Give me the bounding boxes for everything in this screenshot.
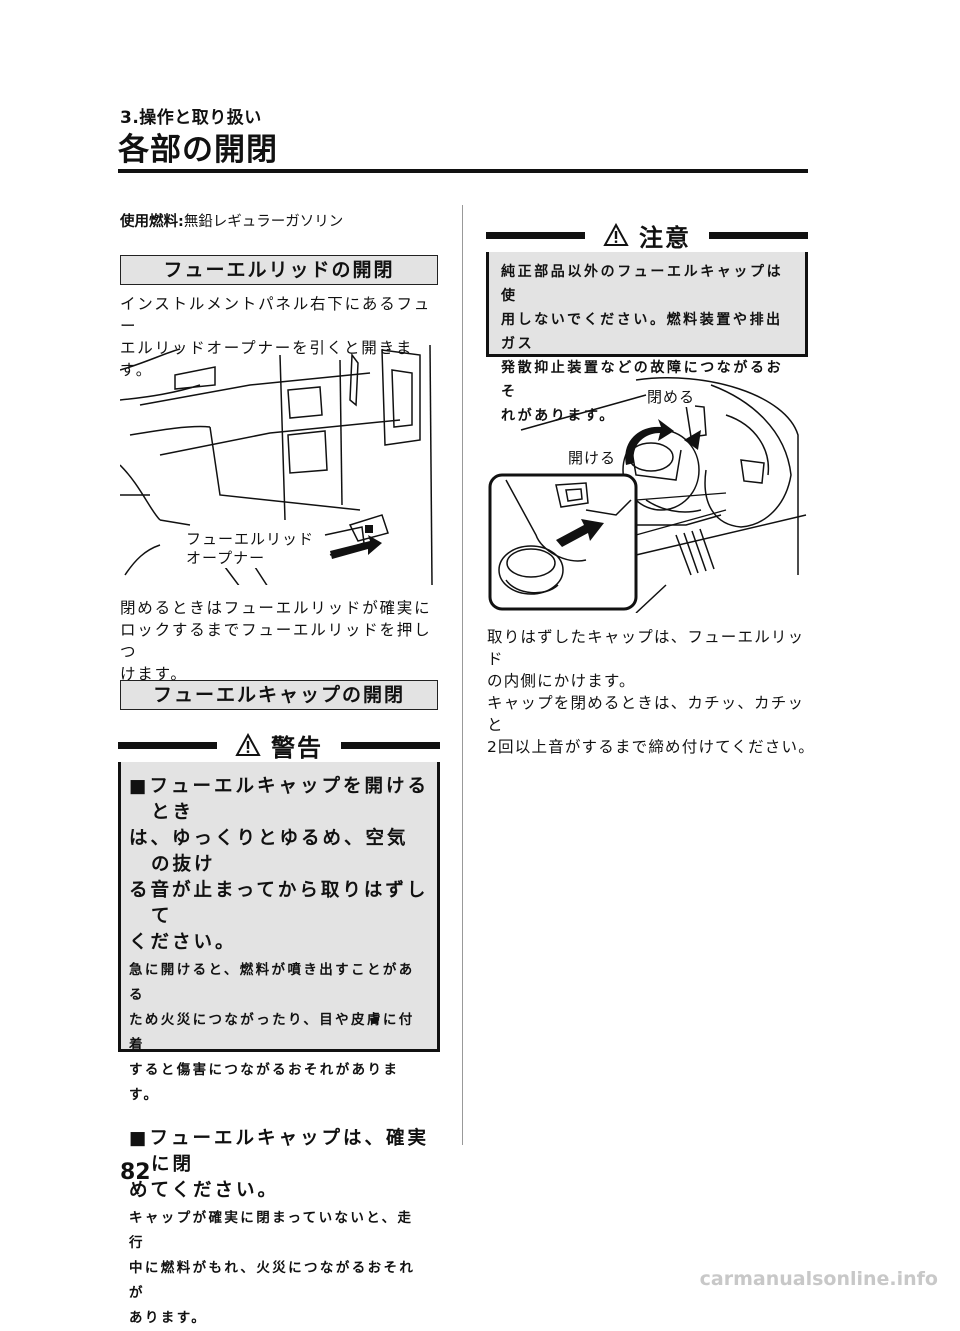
- text-line: 閉めるときはフューエルリッドが確実に: [120, 599, 432, 617]
- text-line: 用しないでください。燃料装置や排出ガス: [501, 312, 783, 352]
- header-bar: [486, 231, 585, 239]
- header-rule: [118, 169, 808, 173]
- caution-box: 注意 純正部品以外のフューエルキャップは使 用しないでください。燃料装置や排出ガ…: [486, 218, 808, 424]
- lid-close-text: 閉めるときはフューエルリッドが確実に ロックするまでフューエルリッドを押しつ け…: [120, 597, 440, 685]
- page-number: 82: [120, 1160, 151, 1185]
- warning-title: 警告: [271, 733, 323, 762]
- text-line: めてください。: [129, 1180, 279, 1201]
- warning-item-body: 急に開けると、燃料が噴き出すことがある ため火災につながったり、目や皮膚に付着 …: [129, 958, 429, 1108]
- caution-text: 純正部品以外のフューエルキャップは使 用しないでください。燃料装置や排出ガス 発…: [501, 260, 795, 428]
- open-direction-label: 開ける: [568, 449, 617, 468]
- text-line: は、ゆっくりとゆるめ、空気の抜け: [129, 828, 409, 875]
- caution-body: 純正部品以外のフューエルキャップは使 用しないでください。燃料装置や排出ガス 発…: [486, 252, 808, 424]
- fuel-cap-illustration: [488, 377, 807, 613]
- text-line: ■フューエルキャップは、確実に閉: [129, 1128, 429, 1175]
- caution-triangle-icon: [603, 223, 629, 246]
- figure-label-line: オープナー: [186, 549, 266, 567]
- text-line: キャップが確実に閉まっていないと、走行: [129, 1210, 414, 1251]
- text-line: ロックするまでフューエルリッドを押しつ: [120, 621, 432, 661]
- text-line: ため火災につながったり、目や皮膚に付着: [129, 1012, 415, 1053]
- page-title: 各部の開閉: [118, 132, 278, 168]
- caution-title: 注意: [639, 223, 691, 252]
- figure-label-line: フューエルリッド: [186, 530, 315, 548]
- text-line: エルリッドオープナーを引くと開きます。: [120, 339, 414, 379]
- warning-header: 警告: [118, 728, 440, 762]
- caution-header: 注意: [486, 218, 808, 252]
- text-line: 2回以上音がするまで締め付けてください。: [487, 738, 815, 756]
- lid-intro-text: インストルメントパネル右下にあるフュー エルリッドオープナーを引くと開きます。: [120, 293, 440, 381]
- cap-instructions-text: 取りはずしたキャップは、フューエルリッド の内側にかけます。 キャップを閉めると…: [487, 626, 817, 758]
- lid-opener-illustration: [120, 345, 433, 585]
- text-line: キャップを閉めるときは、カチッ、カチッと: [487, 694, 805, 734]
- text-line: 中に燃料がもれ、火災につながるおそれが: [129, 1260, 416, 1301]
- watermark-text: carmanualsonline.info: [699, 1268, 938, 1290]
- text-line: あります。: [129, 1310, 208, 1326]
- warning-box: 警告 ■フューエルキャップを開けるとき は、ゆっくりとゆるめ、空気の抜け る音が…: [118, 728, 440, 1326]
- text-line: 純正部品以外のフューエルキャップは使: [501, 264, 784, 304]
- text-line: すると傷害につながるおそれがあります。: [129, 1062, 400, 1103]
- text-line: インストルメントパネル右下にあるフュー: [120, 295, 432, 335]
- text-line: ください。: [129, 932, 237, 953]
- column-divider: [462, 205, 463, 1145]
- text-line: 急に開けると、燃料が噴き出すことがある: [129, 962, 415, 1003]
- header-bar: [709, 231, 808, 239]
- text-line: 発散抑止装置などの故障につながるおそ: [501, 360, 784, 400]
- fuel-type-label: 使用燃料:: [120, 214, 184, 230]
- warning-item-heading: ■フューエルキャップは、確実に閉 めてください。: [129, 1126, 429, 1204]
- header-bar: [118, 741, 217, 749]
- cap-section-heading: フューエルキャップの開閉: [120, 680, 438, 710]
- chapter-label: 3.操作と取り扱い: [120, 108, 262, 128]
- text-line: る音が止まってから取りはずして: [129, 880, 429, 927]
- lid-section-heading: フューエルリッドの開閉: [120, 255, 438, 285]
- fuel-type-value: 無鉛レギュラーガソリン: [183, 214, 344, 230]
- text-line: けます。: [120, 665, 188, 683]
- close-direction-label: 閉める: [647, 388, 696, 407]
- warning-triangle-icon: [235, 733, 261, 756]
- text-line: 取りはずしたキャップは、フューエルリッド: [487, 628, 805, 668]
- text-line: の内側にかけます。: [487, 672, 636, 690]
- lid-opener-label: フューエルリッド オープナー: [186, 530, 315, 568]
- caution-title-group: 注意: [585, 218, 709, 253]
- warning-item-heading: ■フューエルキャップを開けるとき は、ゆっくりとゆるめ、空気の抜け る音が止まっ…: [129, 774, 429, 956]
- text-line: ■フューエルキャップを開けるとき: [129, 776, 429, 823]
- warning-title-group: 警告: [217, 728, 341, 763]
- header-bar: [341, 741, 440, 749]
- fuel-type-line: 使用燃料:無鉛レギュラーガソリン: [120, 210, 343, 231]
- warning-body: ■フューエルキャップを開けるとき は、ゆっくりとゆるめ、空気の抜け る音が止まっ…: [118, 762, 440, 1326]
- warning-item-body: キャップが確実に閉まっていないと、走行 中に燃料がもれ、火災につながるおそれが …: [129, 1206, 429, 1331]
